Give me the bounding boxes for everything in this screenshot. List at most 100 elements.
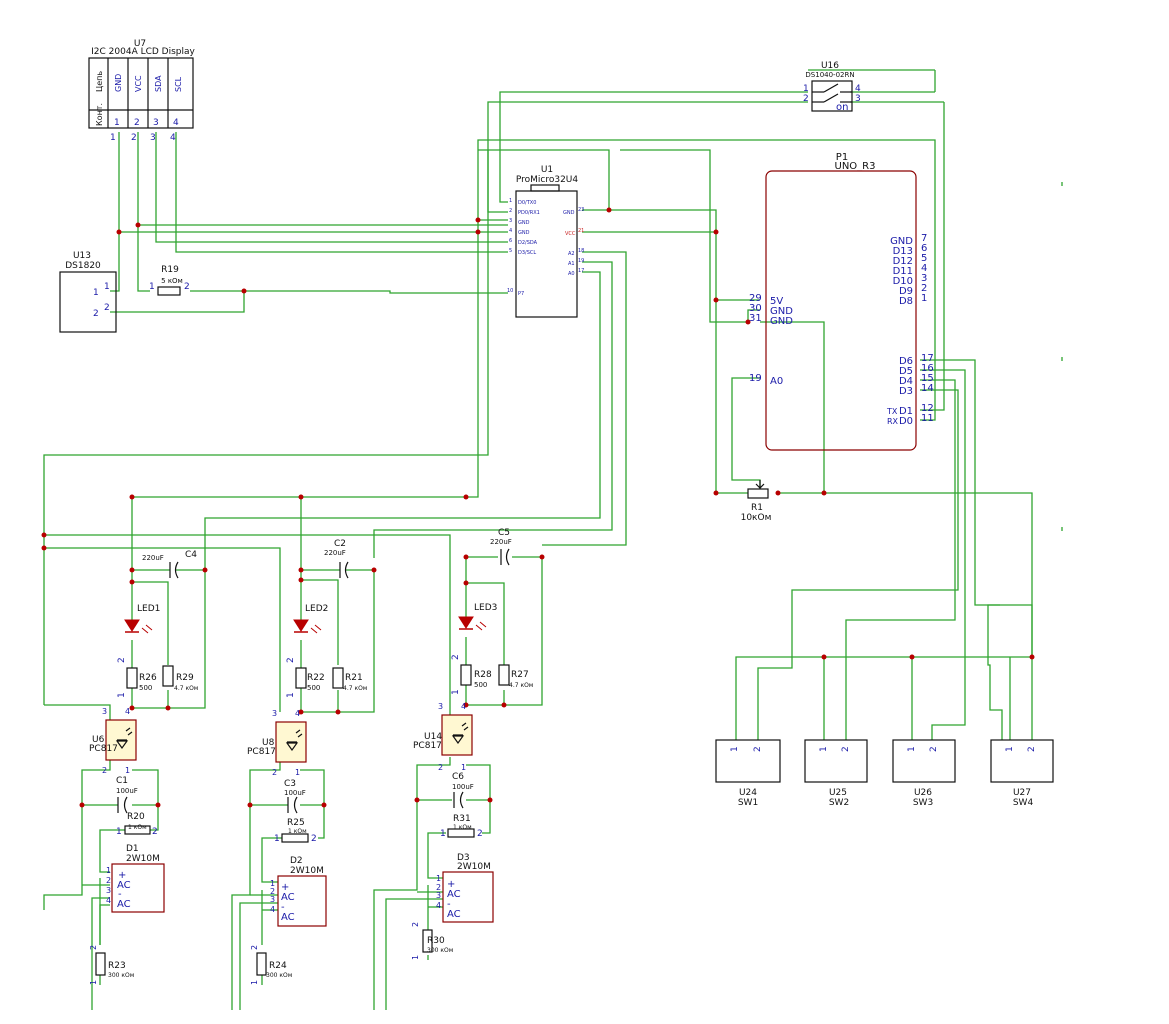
uno-right-num: 4 — [921, 263, 927, 274]
c3-ref: C3 — [284, 779, 296, 789]
lcd-row-header: Конт. — [95, 103, 104, 126]
wires — [43, 69, 1063, 1010]
promicro-right-num: 19 — [578, 258, 584, 264]
promicro-left-sig: P7 — [518, 291, 524, 297]
r28-pin: 2 — [451, 654, 461, 660]
u14-pin: 2 — [438, 763, 443, 772]
ds1820-pin: 2 — [93, 309, 99, 319]
uno-left-num: 29 — [749, 293, 762, 304]
switch-name: DS1040-02RN — [805, 71, 854, 79]
lcd-pin-num-out: 4 — [170, 133, 176, 143]
promicro-right-sig: A0 — [568, 271, 575, 277]
uno-right-sig: D11 — [893, 266, 913, 277]
channel-3: C5 220uF LED3 R28 500 2 1 R27 4.7 кОм U1… — [411, 528, 533, 960]
sw3-name: SW3 — [913, 798, 933, 808]
sensor-ds1820-u13: U13 DS1820 1 2 1 2 — [59, 251, 117, 333]
uno-right-num: 5 — [921, 253, 927, 264]
uno-right-sig: D4 — [899, 376, 913, 387]
r25-pin: 1 — [274, 834, 280, 844]
led3-ref: LED3 — [474, 603, 497, 613]
promicro-right-num: 23 — [578, 207, 584, 213]
uno-right-sig: D8 — [899, 296, 913, 307]
uno-right-sig: D9 — [899, 286, 913, 297]
sw2-pin: 2 — [841, 746, 851, 752]
promicro-right-num: 17 — [578, 268, 584, 274]
uno-ref: P1 — [836, 152, 848, 163]
promicro-ref: U1 — [541, 165, 553, 175]
uno-right-num: 16 — [921, 363, 934, 374]
d1-ac: AC — [117, 880, 131, 891]
promicro-right-sig: A2 — [568, 251, 575, 257]
uno-right-num: 2 — [921, 283, 927, 294]
c2-ref: C2 — [334, 539, 346, 549]
d3-pin: 1 — [436, 874, 441, 883]
r22-pin: 2 — [286, 657, 296, 663]
promicro-left-num: 10 — [507, 288, 513, 294]
sw1-ref: U24 — [739, 788, 757, 798]
sw4-name: SW4 — [1013, 798, 1034, 808]
sw1-pin: 2 — [753, 746, 763, 752]
r23-pin: 1 — [89, 980, 98, 985]
dip-switch-u16: U16 DS1040-02RN on 1 2 4 3 — [803, 61, 861, 113]
sw3-pin: 2 — [929, 746, 939, 752]
promicro-left-sig: D2/SDA — [518, 240, 538, 246]
sw3-ref: U26 — [914, 788, 932, 798]
d1-name: 2W10M — [126, 854, 160, 864]
uno-right-num: 15 — [921, 373, 934, 384]
uno-left-sig: GND — [770, 316, 793, 327]
uno-right-sig: GND — [890, 236, 913, 247]
r22-value: 500 — [307, 684, 320, 692]
switch-pin: 3 — [855, 94, 861, 104]
u8-pin: 4 — [295, 709, 300, 718]
lcd-pin-num: 1 — [114, 118, 120, 128]
c6-ref: C6 — [452, 772, 464, 782]
uno-tx-label: TX — [886, 407, 898, 416]
r28-ref: R28 — [474, 670, 492, 680]
r30-value: 300 кОм — [427, 947, 453, 954]
ds1820-name: DS1820 — [65, 261, 101, 271]
uno-left-sig: A0 — [770, 376, 783, 387]
r20-pin: 2 — [152, 827, 158, 837]
sw2-ref: U25 — [829, 788, 847, 798]
d3-pin: 3 — [436, 891, 441, 900]
uno-right-sig: D10 — [893, 276, 913, 287]
d1-ac2: AC — [117, 899, 131, 910]
sw2-name: SW2 — [829, 798, 849, 808]
uno-right-sig: D13 — [893, 246, 913, 257]
c2-value: 220uF — [324, 549, 346, 557]
uno-right-num: 17 — [921, 353, 934, 364]
uno-right-num: 6 — [921, 243, 927, 254]
r31-value: 1 кОм — [453, 824, 472, 831]
uno-name: UNO_R3 — [835, 161, 876, 172]
d2-pin: 2 — [270, 887, 275, 896]
buttons: 1 2 U24 SW1 1 2 U25 SW2 1 2 U26 SW3 1 2 … — [715, 739, 1054, 808]
promicro-left-num: 2 — [509, 208, 512, 214]
u14-pin: 3 — [438, 702, 443, 711]
d3-plus: + — [447, 879, 455, 890]
uno-left-sig: GND — [770, 306, 793, 317]
uno-rx-label: RX — [887, 417, 899, 426]
uno-right-num: 3 — [921, 273, 927, 284]
d2-name: 2W10M — [290, 866, 324, 876]
lcd-name: I2C 2004A LCD Display — [91, 47, 195, 57]
resistor-r19: R19 5 кОм 1 2 — [149, 265, 190, 296]
d3-ac2: AC — [447, 909, 461, 920]
lcd-pin-sig: SCL — [174, 76, 183, 92]
promicro-right-sig: VCC — [565, 231, 576, 237]
r29-ref: R29 — [176, 673, 194, 683]
channel-2: C2 220uF LED2 R22 500 2 1 R21 4.7 кОм U8… — [247, 539, 367, 985]
r26-pin: 1 — [117, 692, 127, 698]
promicro-left-num: 1 — [509, 198, 512, 204]
promicro-left-sig: GND — [518, 220, 530, 226]
uno-right-sig: D3 — [899, 386, 913, 397]
c4-ref: C4 — [185, 550, 197, 560]
d1-ref: D1 — [126, 844, 139, 854]
r19-pin: 1 — [149, 282, 155, 292]
ds1820-pin: 1 — [93, 288, 99, 298]
uno-right-sig: D6 — [899, 356, 913, 367]
u6-pin: 2 — [102, 766, 107, 775]
promicro-right-sig: GND — [563, 210, 575, 216]
promicro-left-sig: GND — [518, 230, 530, 236]
promicro-right-sig: A1 — [568, 261, 575, 267]
lcd-pin-num: 2 — [134, 118, 140, 128]
